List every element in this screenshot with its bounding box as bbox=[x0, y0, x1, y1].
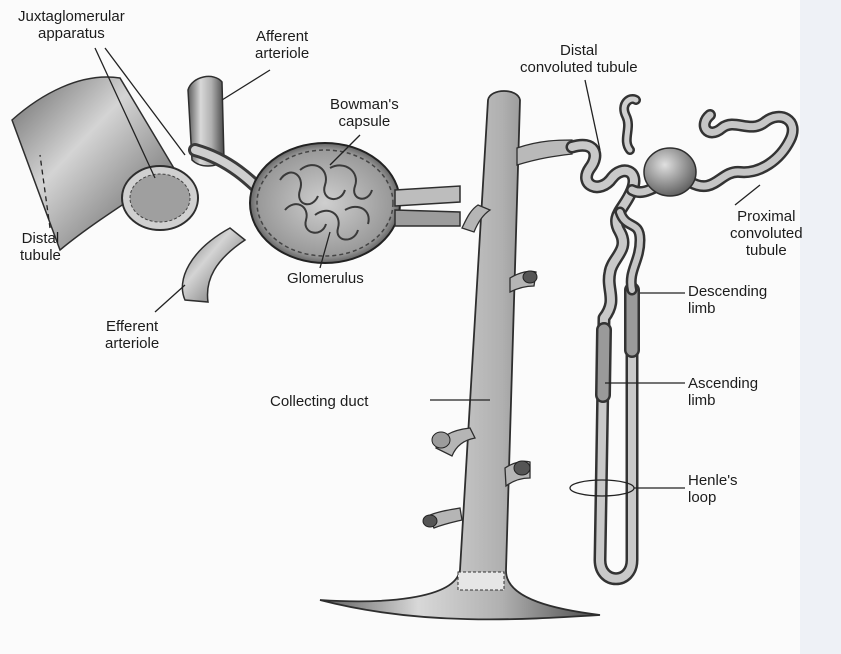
renal-corpuscle-ball bbox=[644, 148, 696, 196]
label-line: Proximal bbox=[730, 208, 803, 225]
label-line: limb bbox=[688, 392, 758, 409]
label-distal-convoluted-tubule: Distal convoluted tubule bbox=[520, 42, 638, 76]
label-line: arteriole bbox=[105, 335, 159, 352]
label-line: Collecting duct bbox=[270, 393, 368, 410]
label-line: arteriole bbox=[255, 45, 309, 62]
label-bowmans-capsule: Bowman's capsule bbox=[330, 96, 399, 130]
label-line: Efferent bbox=[105, 318, 159, 335]
efferent-arteriole-shape bbox=[182, 228, 245, 302]
label-line: Ascending bbox=[688, 375, 758, 392]
label-line: convoluted bbox=[730, 225, 803, 242]
label-juxtaglomerular-apparatus: Juxtaglomerular apparatus bbox=[18, 8, 125, 42]
label-glomerulus: Glomerulus bbox=[287, 270, 364, 287]
label-line: Juxtaglomerular bbox=[18, 8, 125, 25]
label-line: convoluted tubule bbox=[520, 59, 638, 76]
bowmans-capsule-shape bbox=[250, 143, 460, 263]
label-line: Bowman's bbox=[330, 96, 399, 113]
label-proximal-convoluted-tubule: Proximal convoluted tubule bbox=[730, 208, 803, 259]
label-descending-limb: Descending limb bbox=[688, 283, 767, 317]
distal-tubule-shape bbox=[12, 77, 198, 250]
label-henles-loop: Henle's loop bbox=[688, 472, 738, 506]
right-margin-strip bbox=[800, 0, 841, 654]
label-afferent-arteriole: Afferent arteriole bbox=[255, 28, 309, 62]
label-efferent-arteriole: Efferent arteriole bbox=[105, 318, 159, 352]
label-line: Distal bbox=[520, 42, 638, 59]
label-line: Glomerulus bbox=[287, 270, 364, 287]
leader-lines bbox=[40, 48, 760, 488]
label-line: Distal bbox=[20, 230, 61, 247]
label-line: apparatus bbox=[18, 25, 125, 42]
label-distal-tubule: Distal tubule bbox=[20, 230, 61, 264]
label-line: limb bbox=[688, 300, 767, 317]
label-ascending-limb: Ascending limb bbox=[688, 375, 758, 409]
label-line: Descending bbox=[688, 283, 767, 300]
label-line: Afferent bbox=[255, 28, 309, 45]
label-line: Henle's bbox=[688, 472, 738, 489]
label-line: loop bbox=[688, 489, 738, 506]
label-line: capsule bbox=[330, 113, 399, 130]
label-collecting-duct: Collecting duct bbox=[270, 393, 368, 410]
label-line: tubule bbox=[20, 247, 61, 264]
label-line: tubule bbox=[730, 242, 803, 259]
